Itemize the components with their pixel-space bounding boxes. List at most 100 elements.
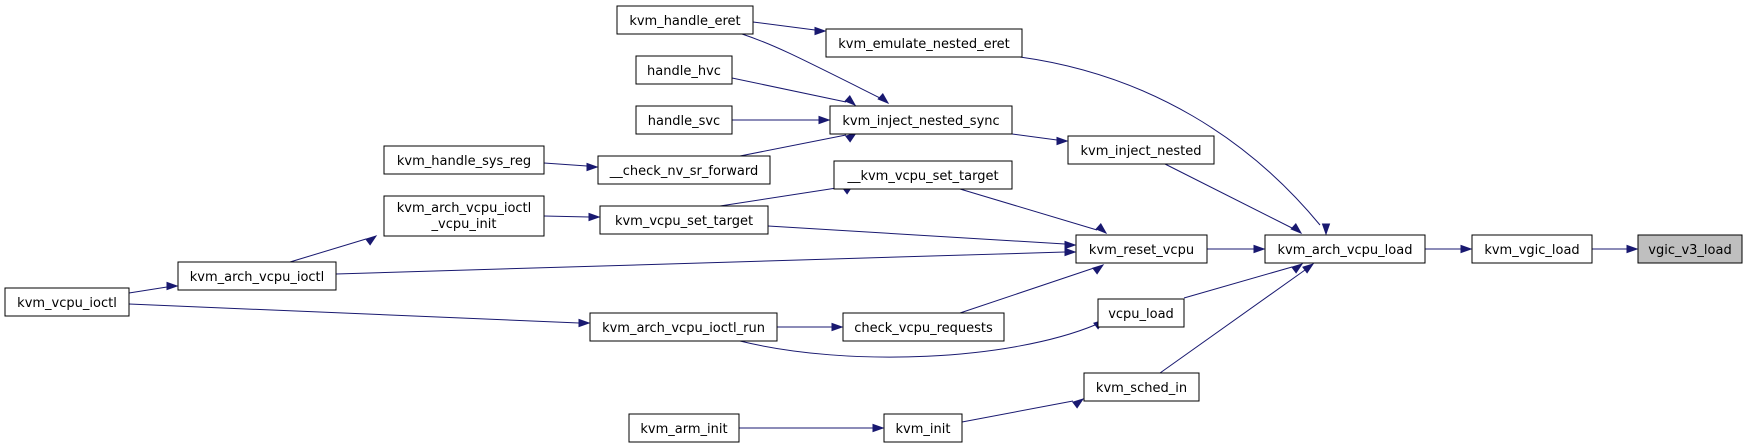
edge-kvm-vcpu-set-target-to-kvm-vcpu-set-target-internal bbox=[719, 184, 855, 207]
node-kvm-handle-sys-reg[interactable]: kvm_handle_sys_reg bbox=[383, 145, 545, 175]
edge-line bbox=[1183, 266, 1293, 299]
node-label: kvm_vcpu_set_target bbox=[615, 214, 753, 229]
node-kvm-arch-vcpu-load[interactable]: kvm_arch_vcpu_load bbox=[1264, 234, 1426, 264]
edge-kvm-handle-eret-to-kvm-emulate-nested-eret bbox=[752, 21, 827, 36]
edge-kvm-vcpu-ioctl-to-kvm-arch-vcpu-ioctl-run bbox=[128, 303, 591, 328]
edge-check-nv-sr-forward-to-kvm-inject-nested-sync bbox=[739, 132, 858, 157]
arrowhead bbox=[1302, 263, 1315, 274]
arrowhead bbox=[1095, 222, 1108, 235]
node-label: __check_nv_sr_forward bbox=[609, 164, 758, 179]
node-label: kvm_reset_vcpu bbox=[1089, 243, 1194, 258]
edge-line bbox=[741, 33, 881, 99]
node-label: kvm_arch_vcpu_ioctl bbox=[190, 270, 325, 285]
node-handle-svc[interactable]: handle_svc bbox=[635, 105, 733, 135]
node-vgic-v3-load: vgic_v3_load bbox=[1637, 234, 1743, 264]
arrowhead bbox=[877, 92, 890, 105]
edge-line bbox=[959, 267, 1095, 314]
node-box bbox=[177, 261, 337, 291]
edge-line bbox=[1159, 269, 1306, 374]
node-kvm-emulate-nested-eret[interactable]: kvm_emulate_nested_eret bbox=[825, 28, 1023, 58]
node-label: _vcpu_init bbox=[431, 217, 497, 232]
edges bbox=[128, 21, 1639, 433]
edge-line bbox=[289, 238, 367, 263]
arrowhead bbox=[1290, 222, 1303, 235]
edge-kvm-vcpu-set-target-to-kvm-reset-vcpu bbox=[767, 225, 1077, 250]
node-box bbox=[1637, 234, 1743, 264]
edge-line bbox=[719, 186, 844, 207]
edge-check-vcpu-requests-to-kvm-reset-vcpu bbox=[959, 264, 1105, 314]
arrowhead bbox=[1460, 244, 1473, 254]
node-box bbox=[833, 160, 1013, 190]
edge-line bbox=[731, 77, 847, 103]
arrowhead bbox=[1064, 240, 1077, 250]
edge-kvm-inject-nested-sync-to-kvm-inject-nested bbox=[1011, 133, 1069, 146]
node-kvm-arch-vcpu-ioctl-vcpu-init[interactable]: kvm_arch_vcpu_ioctl_vcpu_init bbox=[383, 195, 545, 237]
node-box bbox=[1075, 234, 1208, 264]
node-kvm-inject-nested-sync[interactable]: kvm_inject_nested_sync bbox=[829, 105, 1013, 135]
edge-line bbox=[1164, 163, 1293, 229]
node-label: kvm_arch_vcpu_ioctl bbox=[397, 201, 532, 216]
node-handle-hvc[interactable]: handle_hvc bbox=[635, 55, 733, 85]
node-vcpu-load[interactable]: vcpu_load bbox=[1097, 298, 1185, 328]
node-box bbox=[635, 105, 733, 135]
edge-line bbox=[1011, 133, 1058, 141]
node-kvm-vgic-load[interactable]: kvm_vgic_load bbox=[1471, 234, 1593, 264]
node-kvm-inject-nested[interactable]: kvm_inject_nested bbox=[1067, 135, 1215, 165]
edge-line bbox=[767, 225, 1066, 245]
arrowhead bbox=[1056, 136, 1069, 146]
edge-kvm-arch-vcpu-load-to-kvm-vgic-load bbox=[1425, 244, 1473, 254]
node-kvm-handle-eret[interactable]: kvm_handle_eret bbox=[616, 5, 754, 35]
node-check-vcpu-requests[interactable]: check_vcpu_requests bbox=[842, 312, 1005, 342]
node-box bbox=[1083, 372, 1200, 402]
arrowhead bbox=[1064, 247, 1077, 257]
arrowhead bbox=[166, 281, 179, 291]
node-box bbox=[599, 205, 769, 235]
node-label: kvm_sched_in bbox=[1096, 381, 1187, 396]
edge-handle-svc-to-kvm-inject-nested-sync bbox=[732, 115, 831, 125]
arrowhead bbox=[588, 212, 601, 222]
edge-kvm-reset-vcpu-to-kvm-arch-vcpu-load bbox=[1207, 244, 1266, 254]
node-kvm-arch-vcpu-ioctl[interactable]: kvm_arch_vcpu_ioctl bbox=[177, 261, 337, 291]
node-box bbox=[383, 195, 545, 237]
edge-kvm-arch-vcpu-ioctl-to-kvm-arch-vcpu-ioctl-vcpu-init bbox=[289, 235, 378, 263]
node-label: check_vcpu_requests bbox=[854, 321, 993, 336]
node-label: kvm_arm_init bbox=[640, 422, 727, 437]
node-label: __kvm_vcpu_set_target bbox=[846, 169, 998, 184]
node-box bbox=[842, 312, 1005, 342]
node-label: kvm_arch_vcpu_ioctl_run bbox=[602, 321, 765, 336]
edge-kvm-arm-init-to-kvm-init bbox=[739, 423, 885, 433]
node-box bbox=[1097, 298, 1185, 328]
arrowhead bbox=[578, 318, 591, 328]
arrowhead bbox=[844, 94, 857, 107]
node-kvm-init[interactable]: kvm_init bbox=[883, 413, 963, 443]
edge-kvm-vcpu-set-target-internal-to-kvm-reset-vcpu bbox=[959, 188, 1108, 235]
node-box bbox=[825, 28, 1023, 58]
arrowhead bbox=[1092, 264, 1105, 275]
edge-kvm-inject-nested-to-kvm-arch-vcpu-load bbox=[1164, 163, 1303, 235]
node-kvm-arm-init[interactable]: kvm_arm_init bbox=[628, 413, 740, 443]
edge-kvm-arch-vcpu-ioctl-to-kvm-reset-vcpu bbox=[335, 247, 1077, 275]
node-kvm-reset-vcpu[interactable]: kvm_reset_vcpu bbox=[1075, 234, 1208, 264]
node-label: kvm_handle_eret bbox=[629, 14, 740, 29]
edge-kvm-sched-in-to-kvm-arch-vcpu-load bbox=[1159, 263, 1315, 374]
edge-line bbox=[128, 303, 580, 324]
node-box bbox=[383, 145, 545, 175]
node-kvm-vcpu-set-target[interactable]: kvm_vcpu_set_target bbox=[599, 205, 769, 235]
node-label: kvm_emulate_nested_eret bbox=[838, 37, 1009, 52]
edge-line bbox=[543, 215, 590, 218]
node-label: handle_svc bbox=[648, 114, 720, 129]
node-kvm-vcpu-set-target-internal[interactable]: __kvm_vcpu_set_target bbox=[833, 160, 1013, 190]
edge-vcpu-load-to-kvm-arch-vcpu-load bbox=[1183, 263, 1304, 299]
edge-line bbox=[959, 188, 1098, 231]
node-kvm-arch-vcpu-ioctl-run[interactable]: kvm_arch_vcpu_ioctl_run bbox=[589, 312, 778, 342]
node-kvm-sched-in[interactable]: kvm_sched_in bbox=[1083, 372, 1200, 402]
nodes: vgic_v3_load kvm_vgic_load kvm_arch_vcpu_l… bbox=[4, 5, 1743, 443]
arrowhead bbox=[818, 115, 831, 125]
node-kvm-vcpu-ioctl[interactable]: kvm_vcpu_ioctl bbox=[4, 287, 130, 317]
arrowhead bbox=[1626, 244, 1639, 254]
node-check-nv-sr-forward[interactable]: __check_nv_sr_forward bbox=[597, 155, 771, 185]
node-label: vgic_v3_load bbox=[1648, 243, 1731, 258]
arrowhead bbox=[845, 132, 858, 143]
edge-line bbox=[335, 251, 1066, 275]
